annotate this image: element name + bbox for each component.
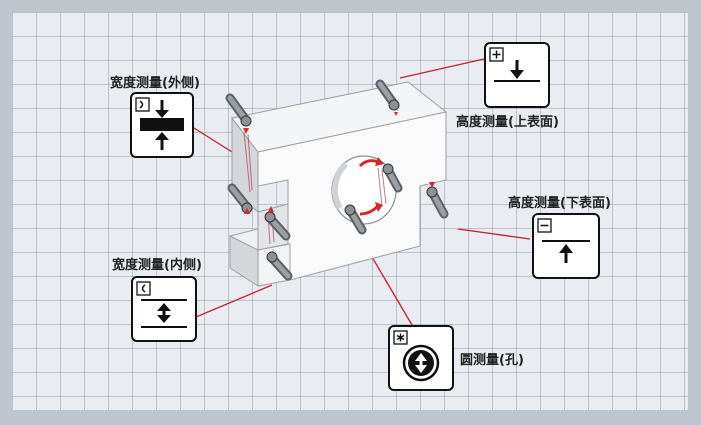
inner-width-icon [131, 276, 197, 342]
contact-markers [243, 112, 435, 214]
leader-lines [193, 58, 531, 326]
probes [225, 79, 449, 281]
height-top-icon [484, 42, 550, 108]
leader-line-circle-hole [371, 256, 413, 326]
label-width-inner: 宽度测量(内侧) [112, 258, 202, 273]
hole-rotation-arrows [358, 157, 384, 216]
outer-width-icon [130, 92, 194, 158]
workpiece-block [228, 81, 448, 287]
height-bottom-icon [532, 213, 600, 279]
probe-outer-top [225, 93, 252, 127]
leader-line-height-top [399, 58, 485, 79]
label-width-outer: 宽度测量(外侧) [110, 76, 200, 91]
probe-height-bottom [426, 186, 449, 219]
label-height-top: 高度测量(上表面) [456, 115, 559, 130]
leader-line-width-inner [195, 284, 273, 318]
probe-hole-upper [382, 163, 403, 193]
label-circle-hole: 圆测量(孔) [460, 353, 524, 368]
label-height-bottom: 高度测量(下表面) [508, 196, 611, 211]
leader-line-width-outer [193, 127, 233, 153]
probe-height-top [375, 79, 400, 111]
leader-line-height-bottom [457, 228, 531, 240]
probe-hole-lower [344, 204, 367, 235]
probe-inner-top [264, 211, 291, 241]
circle-hole-icon [388, 325, 454, 391]
probe-inner-bottom [266, 251, 293, 281]
